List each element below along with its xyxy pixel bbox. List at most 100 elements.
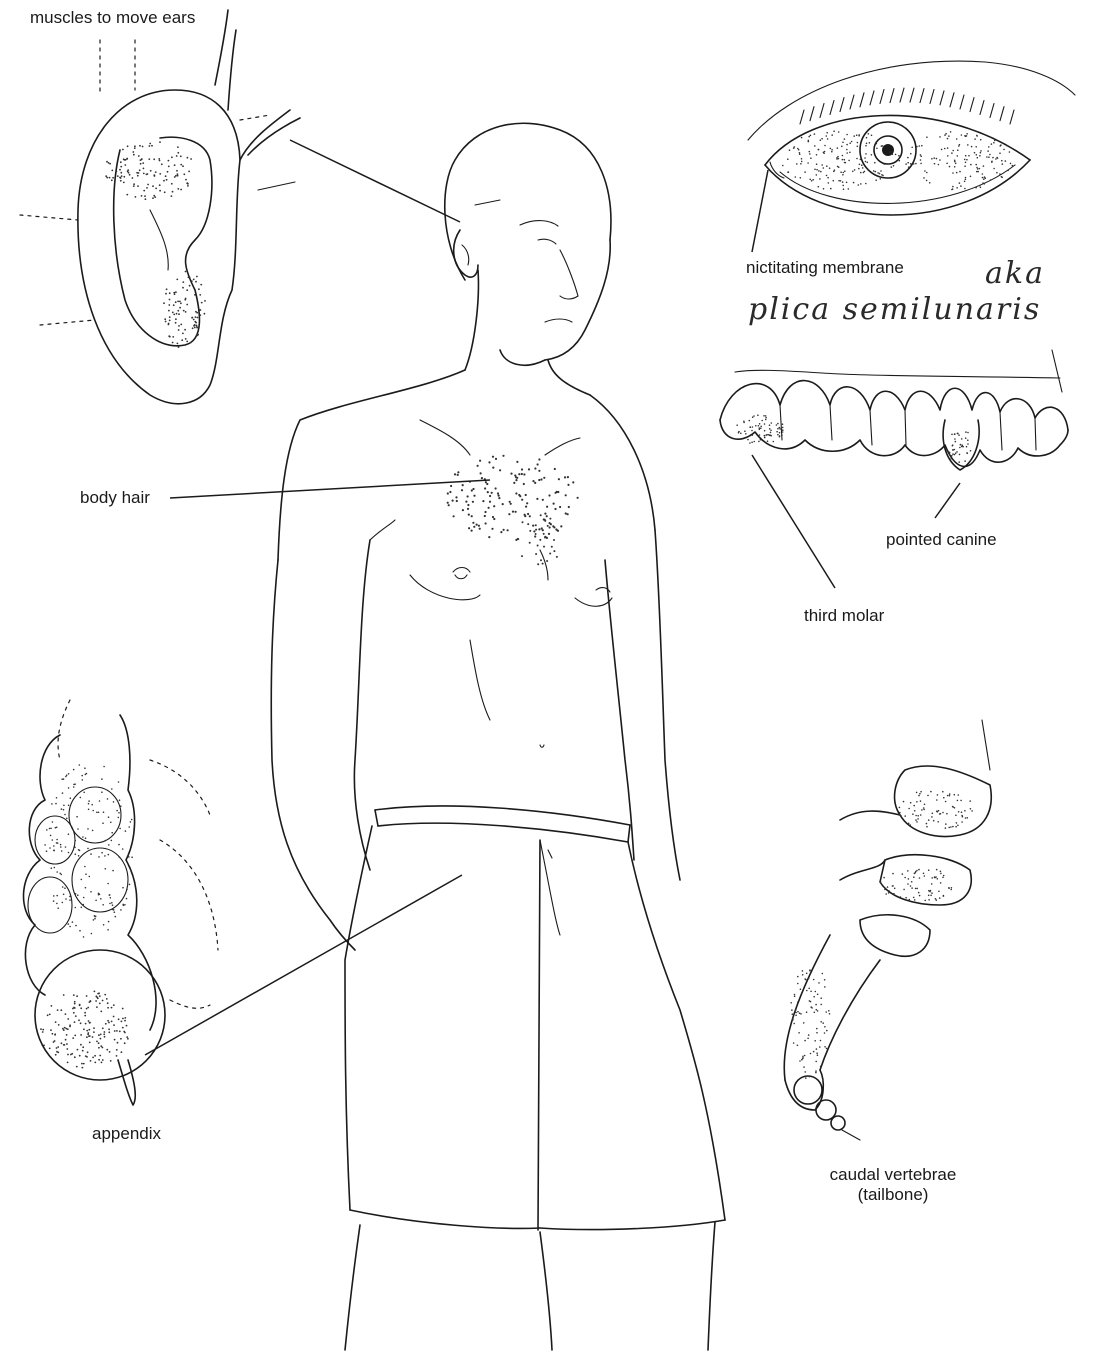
stipple-dot xyxy=(950,131,952,133)
stipple-dot xyxy=(468,514,470,516)
stipple-dot xyxy=(904,815,906,817)
stipple-dot xyxy=(532,480,534,482)
stipple-dot xyxy=(102,1059,104,1061)
stipple-dot xyxy=(509,501,511,503)
stipple-dot xyxy=(854,169,856,171)
stipple-dot xyxy=(930,895,932,897)
stipple-dot xyxy=(143,168,145,170)
stipple-dot xyxy=(108,854,110,856)
stipple-dot xyxy=(473,526,475,528)
stipple-dot xyxy=(188,276,190,278)
stipple-dot xyxy=(843,188,845,190)
stipple-dot xyxy=(87,1033,89,1035)
stipple-dot xyxy=(955,163,957,165)
stipple-dot xyxy=(898,155,900,157)
stipple-dot xyxy=(899,160,901,162)
stipple-dot xyxy=(493,518,495,520)
stipple-dot xyxy=(90,891,92,893)
stipple-dot xyxy=(65,1028,67,1030)
stipple-dot xyxy=(940,882,942,884)
stipple-dot xyxy=(521,555,523,557)
eyelash xyxy=(920,89,924,103)
stipple-dot xyxy=(124,1020,126,1022)
stipple-dot xyxy=(57,1046,59,1048)
stipple-dot xyxy=(513,482,515,484)
ear-muscle-leader-line xyxy=(290,140,460,222)
stipple-dot xyxy=(86,995,88,997)
stipple-dot xyxy=(472,488,474,490)
stipple-dot xyxy=(540,514,542,516)
stipple-dot xyxy=(851,141,853,143)
stipple-dot xyxy=(77,828,79,830)
stipple-dot xyxy=(814,169,816,171)
stipple-dot xyxy=(799,1060,801,1062)
stipple-dot xyxy=(868,133,870,135)
stipple-dot xyxy=(73,1012,75,1014)
stipple-dot xyxy=(146,187,148,189)
stipple-dot xyxy=(61,874,63,876)
stipple-dot xyxy=(752,426,754,428)
stipple-dot xyxy=(166,288,168,290)
stipple-dot xyxy=(865,153,867,155)
stipple-dot xyxy=(980,152,982,154)
stipple-dot xyxy=(72,921,74,923)
stipple-dot xyxy=(175,322,177,324)
stipple-dot xyxy=(479,460,481,462)
stipple-dot xyxy=(936,799,938,801)
stipple-dot xyxy=(118,844,120,846)
stipple-dot xyxy=(553,550,555,552)
stipple-dot xyxy=(802,974,804,976)
stipple-dot xyxy=(90,1060,92,1062)
stipple-dot xyxy=(960,185,962,187)
stipple-dot xyxy=(952,445,954,447)
stipple-dot xyxy=(831,151,833,153)
stipple-dot xyxy=(799,152,801,154)
stipple-dot xyxy=(797,1045,799,1047)
stipple-dot xyxy=(172,336,174,338)
stipple-dot xyxy=(947,795,949,797)
stipple-dot xyxy=(807,162,809,164)
stipple-dot xyxy=(108,162,110,164)
stipple-dot xyxy=(820,1021,822,1023)
stipple-dot xyxy=(153,195,155,197)
stipple-dot xyxy=(829,1013,831,1015)
stipple-dot xyxy=(994,140,996,142)
stipple-dot xyxy=(926,136,928,138)
stipple-dot xyxy=(192,327,194,329)
stipple-dot xyxy=(109,903,111,905)
stipple-dot xyxy=(98,893,100,895)
stipple-dot xyxy=(949,795,951,797)
label-third-molar: third molar xyxy=(804,606,884,626)
stipple-dot xyxy=(962,446,964,448)
stipple-dot xyxy=(764,437,766,439)
stipple-dot xyxy=(844,159,846,161)
stipple-dot xyxy=(56,839,58,841)
stipple-dot xyxy=(782,423,784,425)
stipple-dot xyxy=(857,146,859,148)
eyelash xyxy=(900,88,904,102)
stipple-dot xyxy=(882,145,884,147)
stipple-dot xyxy=(503,529,505,531)
stipple-dot xyxy=(548,494,550,496)
stipple-dot xyxy=(53,895,55,897)
stipple-dot xyxy=(524,515,526,517)
stipple-dot xyxy=(488,507,490,509)
stipple-dot xyxy=(549,518,551,520)
stipple-dot xyxy=(100,1011,102,1013)
stipple-dot xyxy=(50,835,52,837)
eyelash xyxy=(930,90,934,104)
stipple-dot xyxy=(918,869,920,871)
stipple-dot xyxy=(1002,163,1004,165)
eyelash xyxy=(960,95,964,109)
stipple-dot xyxy=(78,1019,80,1021)
stipple-dot xyxy=(826,132,828,134)
stipple-dot xyxy=(816,154,818,156)
stipple-dot xyxy=(543,477,545,479)
stipple-dot xyxy=(70,797,72,799)
stipple-dot xyxy=(67,1018,69,1020)
stipple-dot xyxy=(81,907,83,909)
stipple-dot xyxy=(958,811,960,813)
stipple-dot xyxy=(69,896,71,898)
stipple-dot xyxy=(61,850,63,852)
